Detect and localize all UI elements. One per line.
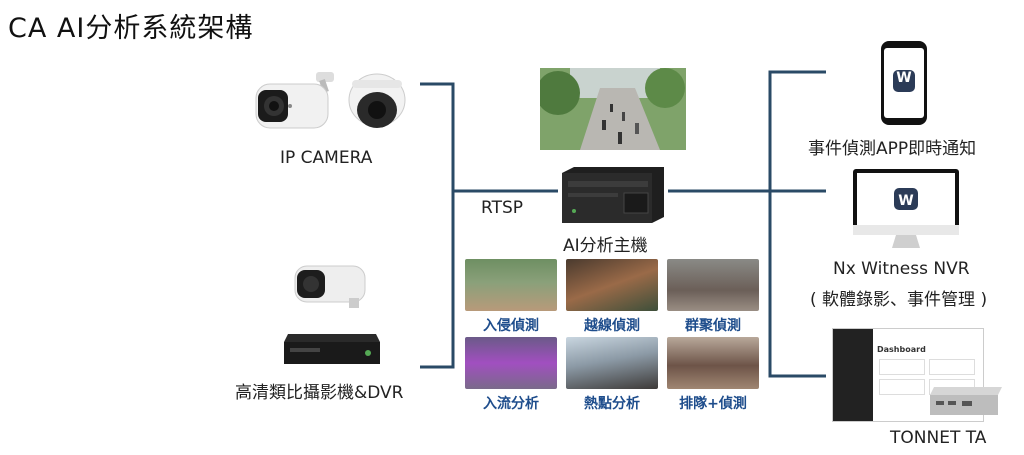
intrusion-detection-thumbnail [465,259,557,311]
people-flow-thumbnail [465,337,557,389]
heatmap-thumbnail [566,337,658,389]
nvr-sub-label: ( 軟體錄影、事件管理 ) [810,290,988,310]
bullet-camera-icon [293,262,373,310]
dashboard-card [879,359,925,375]
app-icon-letter: W [898,193,914,209]
analytics-caption: 入流分析 [483,396,539,412]
analytics-caption: 越線偵測 [584,318,640,334]
line-crossing-thumbnail [566,259,658,311]
app-notify-label: 事件偵測APP即時通知 [808,139,977,159]
queue-detection-thumbnail [667,337,759,389]
page-title: CA AI分析系統架構 [8,13,254,44]
ai-server-icon [560,165,666,225]
dashboard-sidebar [833,329,873,421]
app-icon-letter: W [896,70,912,86]
dashboard-card [879,379,925,395]
dvr-device-icon [280,330,380,370]
analytics-caption: 排隊+偵測 [679,396,747,412]
street-scene-photo [540,68,686,150]
analytics-caption: 群聚偵測 [685,318,741,334]
hd-dvr-label: 高清類比攝影機&DVR [235,383,404,403]
dashboard-card [929,359,975,375]
analytics-caption: 入侵偵測 [483,318,539,334]
ai-host-label: AI分析主機 [563,236,648,256]
rtsp-label: RTSP [481,198,524,218]
crowd-detection-thumbnail [667,259,759,311]
nvr-label: Nx Witness NVR [833,259,970,279]
mini-pc-icon [928,385,1004,417]
dashboard-title: Dashboard [877,345,926,354]
ip-camera-icon [252,70,412,140]
smartphone-icon [880,40,928,126]
monitor-icon [852,168,960,252]
ip-camera-label: IP CAMERA [280,148,373,168]
analytics-caption: 熱點分析 [584,396,640,412]
tonnet-label: TONNET TA [890,428,987,448]
